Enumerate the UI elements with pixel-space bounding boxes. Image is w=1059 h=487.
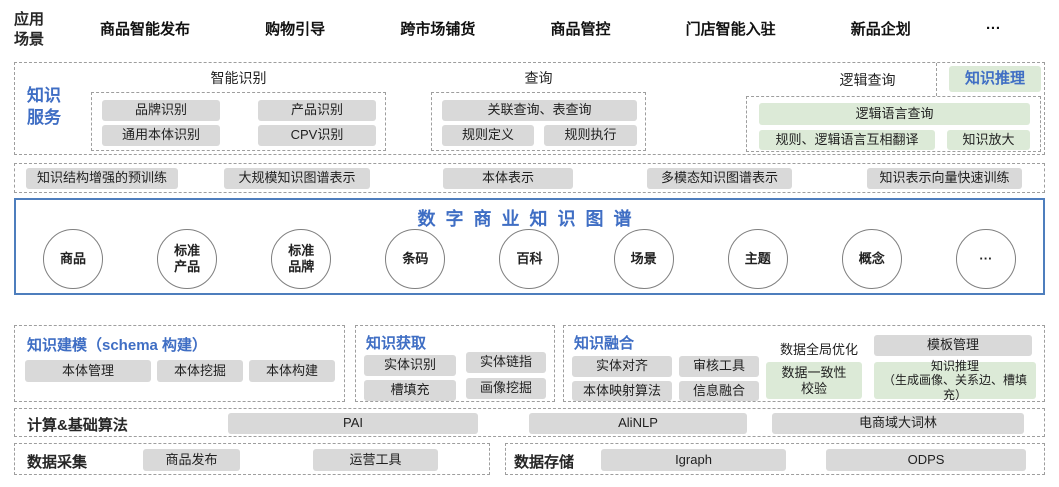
btn-cpv-recognition: CPV识别: [258, 125, 376, 146]
btn-large-scale-kg-representation: 大规模知识图谱表示: [224, 168, 370, 189]
scenario-item: 商品智能发布: [100, 21, 191, 38]
btn-alinlp: AliNLP: [529, 413, 747, 434]
query-group-title: 查询: [524, 70, 553, 86]
scenario-item: 新品企划: [850, 21, 911, 38]
btn-igraph: Igraph: [601, 449, 786, 471]
btn-template-management: 模板管理: [874, 335, 1032, 356]
graph-node-commodity: 商品: [43, 229, 104, 289]
btn-rule-logic-translation: 规则、逻辑语言互相翻译: [759, 130, 935, 150]
btn-pai: PAI: [228, 413, 478, 434]
knowledge-modeling-title: 知识建模（schema 构建）: [27, 337, 208, 354]
btn-product-publishing: 商品发布: [143, 449, 240, 471]
btn-brand-recognition: 品牌识别: [102, 100, 220, 121]
scenario-ellipsis: ···: [985, 20, 1001, 37]
logic-query-group-title: 逻辑查询: [839, 72, 896, 88]
scenario-item: 商品管控: [550, 21, 611, 38]
btn-pretrain-enhanced: 知识结构增强的预训练: [26, 168, 178, 189]
global-optimization-label: 数据全局优化: [779, 342, 858, 357]
knowledge-modeling-box: 知识建模（schema 构建） 本体管理 本体挖掘 本体构建: [14, 325, 345, 402]
btn-logic-language-query: 逻辑语言查询: [759, 103, 1030, 125]
btn-ontology-recognition: 通用本体识别: [102, 125, 220, 146]
scenarios-label: 应用 场景: [14, 11, 45, 48]
btn-multimodal-kg-representation: 多模态知识图谱表示: [647, 168, 792, 189]
btn-ecommerce-lexicon: 电商域大词林: [772, 413, 1024, 434]
data-storage-box: 数据存储 Igraph ODPS: [505, 443, 1045, 475]
graph-node-concept: 概念: [841, 229, 902, 289]
btn-rule-execution: 规则执行: [544, 125, 637, 146]
graph-node-barcode: 条码: [385, 229, 446, 289]
knowledge-acquisition-title: 知识获取: [366, 335, 427, 352]
btn-fast-vector-training: 知识表示向量快速训练: [867, 168, 1022, 189]
btn-entity-linking: 实体链指: [466, 352, 546, 373]
btn-ontology-representation: 本体表示: [443, 168, 573, 189]
query-group-box: 关联查询、表查询 规则定义 规则执行: [431, 92, 646, 151]
graph-node-standard-brand: 标准 品牌: [271, 229, 332, 289]
logic-badge-divider: [936, 63, 937, 96]
representation-row-box: 知识结构增强的预训练 大规模知识图谱表示 本体表示 多模态知识图谱表示 知识表示…: [14, 163, 1045, 193]
btn-review-tool: 审核工具: [679, 356, 759, 377]
btn-join-query: 关联查询、表查询: [442, 100, 637, 121]
btn-rule-definition: 规则定义: [442, 125, 534, 146]
knowledge-reasoning-badge: 知识推理: [949, 66, 1041, 92]
data-collection-box: 数据采集 商品发布 运营工具: [14, 443, 490, 475]
btn-information-fusion: 信息融合: [679, 381, 759, 401]
btn-ontology-mapping: 本体映射算法: [572, 381, 672, 401]
btn-data-consistency-check: 数据一致性 校验: [766, 362, 862, 399]
graph-nodes-row: 商品 标准 产品 标准 品牌 条码 百科 场景 主题 概念 ···: [16, 227, 1043, 291]
btn-profile-mining: 画像挖掘: [466, 378, 546, 399]
graph-node-scene: 场景: [613, 229, 674, 289]
scenario-item: 购物引导: [265, 21, 326, 38]
data-storage-title: 数据存储: [514, 454, 575, 471]
graph-node-topic: 主题: [727, 229, 788, 289]
btn-knowledge-amplification: 知识放大: [947, 130, 1030, 150]
btn-slot-filling: 槽填充: [364, 380, 456, 401]
graph-node-ellipsis: ···: [955, 229, 1016, 289]
recognition-group-title: 智能识别: [210, 70, 267, 86]
btn-ontology-construction: 本体构建: [249, 360, 335, 382]
knowledge-services-box: 知识 服务 智能识别 品牌识别 产品识别 通用本体识别 CPV识别 查询 关联查…: [14, 62, 1045, 155]
btn-entity-alignment: 实体对齐: [572, 356, 672, 377]
recognition-group-box: 品牌识别 产品识别 通用本体识别 CPV识别: [91, 92, 386, 151]
knowledge-graph-title: 数字商业知识图谱: [417, 209, 642, 229]
btn-odps: ODPS: [826, 449, 1026, 471]
knowledge-acquisition-box: 知识获取 实体识别 实体链指 槽填充 画像挖掘: [355, 325, 555, 402]
graph-node-standard-product: 标准 产品: [157, 229, 218, 289]
btn-ontology-mining: 本体挖掘: [157, 360, 243, 382]
data-collection-title: 数据采集: [27, 454, 88, 471]
logic-query-group-box: 逻辑语言查询 规则、逻辑语言互相翻译 知识放大: [746, 96, 1041, 152]
knowledge-fusion-box: 知识融合 实体对齐 审核工具 本体映射算法 信息融合 数据全局优化 模板管理 数…: [563, 325, 1045, 402]
knowledge-services-label: 知识 服务: [27, 86, 61, 128]
btn-operation-tools: 运营工具: [313, 449, 438, 471]
knowledge-fusion-title: 知识融合: [574, 335, 635, 352]
scenario-item: 跨市场铺货: [400, 21, 476, 38]
graph-node-encyclopedia: 百科: [499, 229, 560, 289]
btn-ontology-management: 本体管理: [25, 360, 151, 382]
scenario-item: 门店智能入驻: [685, 21, 776, 38]
compute-title: 计算&基础算法: [27, 417, 128, 434]
scenarios-row: 商品智能发布 购物引导 跨市场铺货 商品管控 门店智能入驻 新品企划 ···: [100, 18, 1001, 39]
btn-entity-recognition: 实体识别: [364, 355, 456, 376]
btn-product-recognition: 产品识别: [258, 100, 376, 121]
compute-box: 计算&基础算法 PAI AliNLP 电商域大词林: [14, 408, 1045, 437]
knowledge-graph-box: 数字商业知识图谱 商品 标准 产品 标准 品牌 条码 百科 场景 主题 概念 ·…: [14, 198, 1045, 295]
btn-knowledge-reasoning: 知识推理 （生成画像、关系边、槽填充）: [874, 359, 1036, 402]
